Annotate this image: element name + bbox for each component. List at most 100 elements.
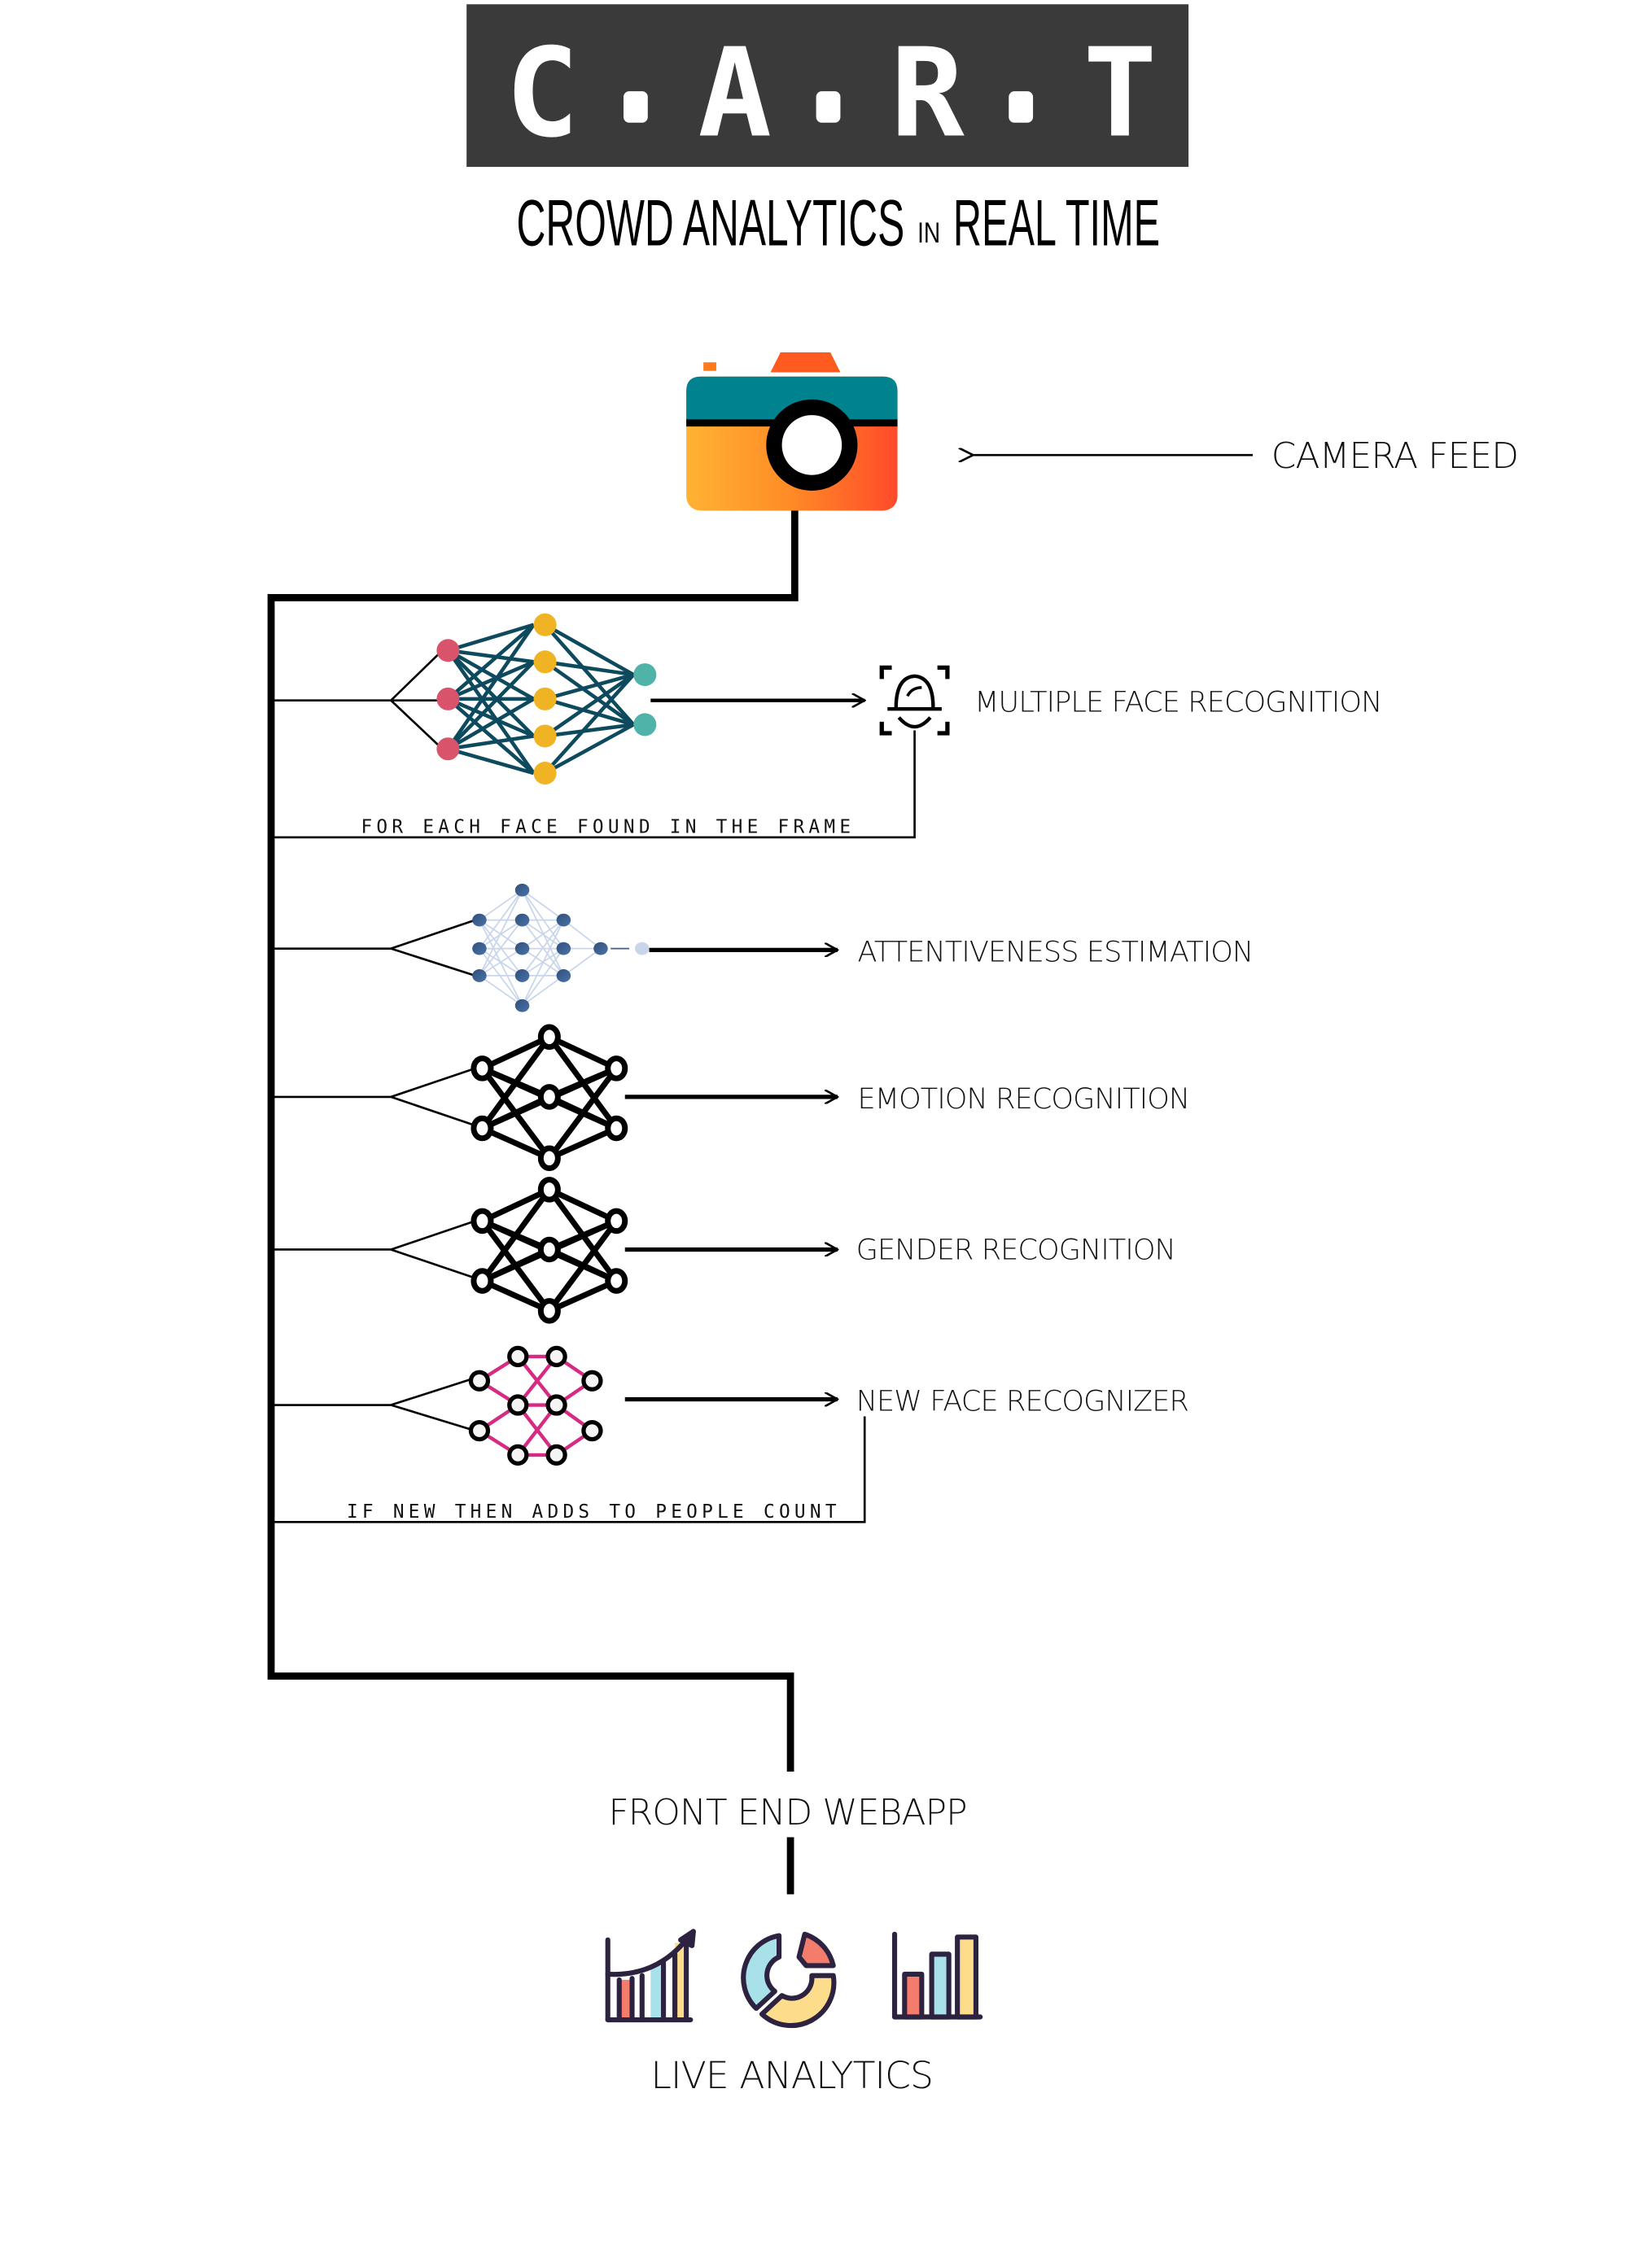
nn-node bbox=[507, 1394, 529, 1416]
nn-edge bbox=[544, 672, 634, 701]
nn-edge bbox=[448, 734, 534, 751]
nn-edge bbox=[544, 623, 635, 677]
nn-node bbox=[556, 913, 571, 927]
nn-node-hidden bbox=[533, 650, 557, 674]
nn-edge bbox=[446, 623, 536, 701]
module-multiple-face: MULTIPLE FACE RECOGNITION FOR EACH FACE … bbox=[271, 613, 1382, 839]
nn-node bbox=[593, 942, 608, 955]
nn-edge bbox=[545, 660, 634, 677]
nn-node bbox=[472, 913, 487, 927]
nn-node bbox=[581, 1370, 603, 1392]
nn-edge bbox=[481, 1125, 551, 1161]
branch-connector bbox=[271, 649, 444, 750]
analytics-label: LIVE ANALYTICS bbox=[651, 2054, 934, 2097]
module-note: FOR EACH FACE FOUND IN THE FRAME bbox=[361, 817, 855, 838]
nn-edge bbox=[447, 697, 535, 751]
branch-connector bbox=[271, 1067, 476, 1127]
nn-edge bbox=[446, 649, 536, 775]
nn-edge bbox=[545, 723, 634, 738]
nn-edge bbox=[480, 1034, 551, 1072]
title-dot bbox=[1009, 91, 1034, 123]
subtitle-part1: CROWD ANALYTICS bbox=[517, 186, 905, 260]
nn-edge bbox=[521, 920, 565, 977]
nn-node bbox=[545, 1444, 567, 1466]
nn-edge bbox=[480, 1186, 551, 1224]
nn-node bbox=[537, 1084, 561, 1110]
module-label: ATTENTIVENESS ESTIMATION bbox=[857, 935, 1253, 968]
nn-edge bbox=[479, 889, 523, 977]
nn-edge bbox=[522, 975, 564, 1007]
main-bus bbox=[267, 510, 799, 1894]
branch-connector bbox=[271, 919, 476, 977]
nn-edge bbox=[446, 649, 536, 738]
nn-edge bbox=[521, 920, 565, 1007]
face-scan-icon bbox=[879, 665, 950, 736]
nn-edge bbox=[447, 660, 535, 701]
nn-node bbox=[556, 969, 571, 982]
nn-edge bbox=[521, 948, 565, 1007]
branch-connector bbox=[271, 1376, 476, 1432]
title-letter-r: R bbox=[891, 22, 965, 165]
nn-edge bbox=[544, 660, 635, 727]
neural-network-pink-icon bbox=[468, 1345, 603, 1466]
feedback-line bbox=[271, 1416, 866, 1523]
nn-node bbox=[470, 1208, 494, 1235]
nn-node bbox=[514, 999, 530, 1012]
module-note: IF NEW THEN ADDS TO PEOPLE COUNT bbox=[347, 1501, 841, 1523]
nn-node bbox=[470, 1055, 494, 1082]
nn-node bbox=[514, 969, 530, 982]
nn-node-input bbox=[436, 687, 460, 710]
nn-node bbox=[537, 1298, 561, 1324]
subtitle: CROWD ANALYTICS IN REAL TIME bbox=[517, 186, 1161, 260]
neural-network-blue-icon bbox=[472, 883, 650, 1012]
nn-edge bbox=[447, 623, 535, 653]
nn-edge bbox=[562, 947, 602, 977]
nn-edge bbox=[543, 623, 635, 726]
nn-node bbox=[545, 1394, 567, 1416]
subtitle-in: IN bbox=[917, 217, 940, 249]
nn-edge bbox=[521, 889, 565, 977]
nn-node-hidden bbox=[533, 762, 557, 785]
module-gender: GENDER RECOGNITION bbox=[271, 1177, 1176, 1324]
title-logo: C A R T bbox=[505, 22, 1158, 165]
nn-edge bbox=[479, 975, 523, 1007]
nn-edge bbox=[447, 747, 535, 776]
nn-edge bbox=[479, 889, 523, 921]
nn-node bbox=[537, 1024, 561, 1051]
nn-node bbox=[472, 969, 487, 982]
nn-node bbox=[545, 1345, 567, 1368]
nn-node-hidden bbox=[533, 613, 557, 636]
nn-node-hidden bbox=[533, 687, 557, 710]
nn-node bbox=[507, 1345, 529, 1368]
frontend-label: FRONT END WEBAPP bbox=[608, 1792, 966, 1833]
nn-node bbox=[470, 1268, 494, 1294]
nn-edge bbox=[446, 623, 536, 750]
camera-icon bbox=[686, 352, 898, 511]
nn-node bbox=[507, 1444, 529, 1466]
nn-edge bbox=[548, 1278, 618, 1314]
module-label: MULTIPLE FACE RECOGNITION bbox=[974, 686, 1381, 719]
nn-node bbox=[514, 942, 530, 955]
title-letter-a: A bbox=[698, 22, 772, 165]
module-new-face: NEW FACE RECOGNIZER IF NEW THEN ADDS TO … bbox=[271, 1345, 1189, 1523]
feedback-line bbox=[271, 730, 916, 839]
nn-node-input bbox=[436, 737, 460, 761]
nn-node bbox=[537, 1236, 561, 1263]
nn-node bbox=[514, 883, 530, 897]
nn-edge bbox=[544, 673, 635, 738]
neural-network-black-icon bbox=[470, 1024, 628, 1172]
growth-chart-icon bbox=[605, 1929, 696, 2023]
nn-node bbox=[472, 942, 487, 955]
nn-node bbox=[468, 1370, 491, 1392]
nn-node bbox=[470, 1115, 494, 1142]
nn-edge bbox=[481, 1278, 551, 1314]
nn-edge bbox=[479, 948, 523, 1007]
nn-node bbox=[581, 1419, 603, 1442]
nn-edge bbox=[548, 1125, 618, 1161]
nn-node-output bbox=[633, 713, 657, 736]
title-banner bbox=[466, 4, 1189, 168]
module-label: GENDER RECOGNITION bbox=[856, 1234, 1175, 1267]
nn-node bbox=[605, 1268, 628, 1294]
nn-edge bbox=[544, 723, 635, 776]
nn-edge bbox=[543, 673, 635, 775]
